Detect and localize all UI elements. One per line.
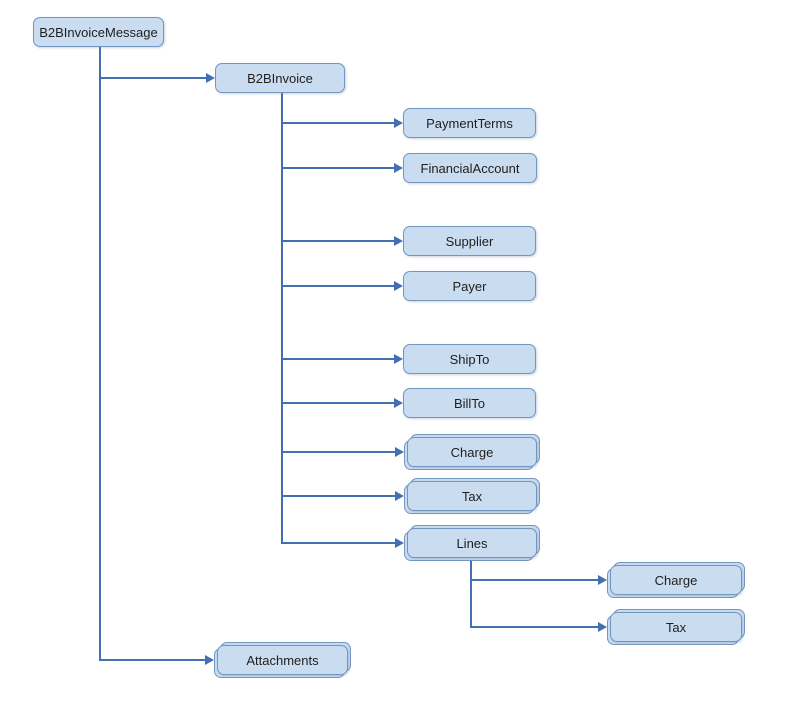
arrowhead-to-tax xyxy=(395,491,404,501)
arrowhead-to-financialaccount xyxy=(394,163,403,173)
connector-to-paymentterms xyxy=(281,122,394,124)
node-label: B2BInvoiceMessage xyxy=(33,17,164,47)
connector-to-b2binvoice xyxy=(99,77,206,79)
connector-to-supplier xyxy=(281,240,394,242)
node-charge[interactable]: Charge xyxy=(404,434,540,470)
node-label: Tax xyxy=(407,481,537,511)
connector-to-tax xyxy=(281,495,395,497)
arrowhead-to-lines-charge xyxy=(598,575,607,585)
connector-to-attachments xyxy=(99,659,205,661)
node-label: Payer xyxy=(403,271,536,301)
node-label: FinancialAccount xyxy=(403,153,537,183)
node-label: Attachments xyxy=(217,645,348,675)
connector-to-financialaccount xyxy=(281,167,394,169)
node-shipto[interactable]: ShipTo xyxy=(403,344,536,374)
node-tax[interactable]: Tax xyxy=(404,478,540,514)
arrowhead-to-billto xyxy=(394,398,403,408)
connector-to-charge xyxy=(281,451,395,453)
connector-to-shipto xyxy=(281,358,394,360)
node-paymentterms[interactable]: PaymentTerms xyxy=(403,108,536,138)
node-label: B2BInvoice xyxy=(215,63,345,93)
connector-trunk-lines xyxy=(470,558,472,628)
node-label: Tax xyxy=(610,612,742,642)
arrowhead-to-lines-tax xyxy=(598,622,607,632)
connector-to-lines-charge xyxy=(470,579,598,581)
arrowhead-to-paymentterms xyxy=(394,118,403,128)
arrowhead-to-shipto xyxy=(394,354,403,364)
connector-to-lines xyxy=(281,542,395,544)
node-attachments[interactable]: Attachments xyxy=(214,642,351,678)
connector-to-payer xyxy=(281,285,394,287)
arrowhead-to-attachments xyxy=(205,655,214,665)
node-label: Charge xyxy=(407,437,537,467)
arrowhead-to-b2binvoice xyxy=(206,73,215,83)
arrowhead-to-payer xyxy=(394,281,403,291)
node-supplier[interactable]: Supplier xyxy=(403,226,536,256)
node-financialaccount[interactable]: FinancialAccount xyxy=(403,153,537,183)
node-lines-tax[interactable]: Tax xyxy=(607,609,745,645)
node-label: BillTo xyxy=(403,388,536,418)
node-lines[interactable]: Lines xyxy=(404,525,540,561)
arrowhead-to-supplier xyxy=(394,236,403,246)
node-label: Charge xyxy=(610,565,742,595)
node-billto[interactable]: BillTo xyxy=(403,388,536,418)
node-label: Supplier xyxy=(403,226,536,256)
node-label: ShipTo xyxy=(403,344,536,374)
arrowhead-to-charge xyxy=(395,447,404,457)
node-lines-charge[interactable]: Charge xyxy=(607,562,745,598)
connector-to-lines-tax xyxy=(470,626,598,628)
node-label: PaymentTerms xyxy=(403,108,536,138)
connector-trunk-message xyxy=(99,47,101,661)
connector-trunk-invoice xyxy=(281,93,283,544)
connector-to-billto xyxy=(281,402,394,404)
node-payer[interactable]: Payer xyxy=(403,271,536,301)
node-b2binvoice[interactable]: B2BInvoice xyxy=(215,63,345,93)
arrowhead-to-lines xyxy=(395,538,404,548)
node-b2binvoicemessage[interactable]: B2BInvoiceMessage xyxy=(33,17,164,47)
node-label: Lines xyxy=(407,528,537,558)
